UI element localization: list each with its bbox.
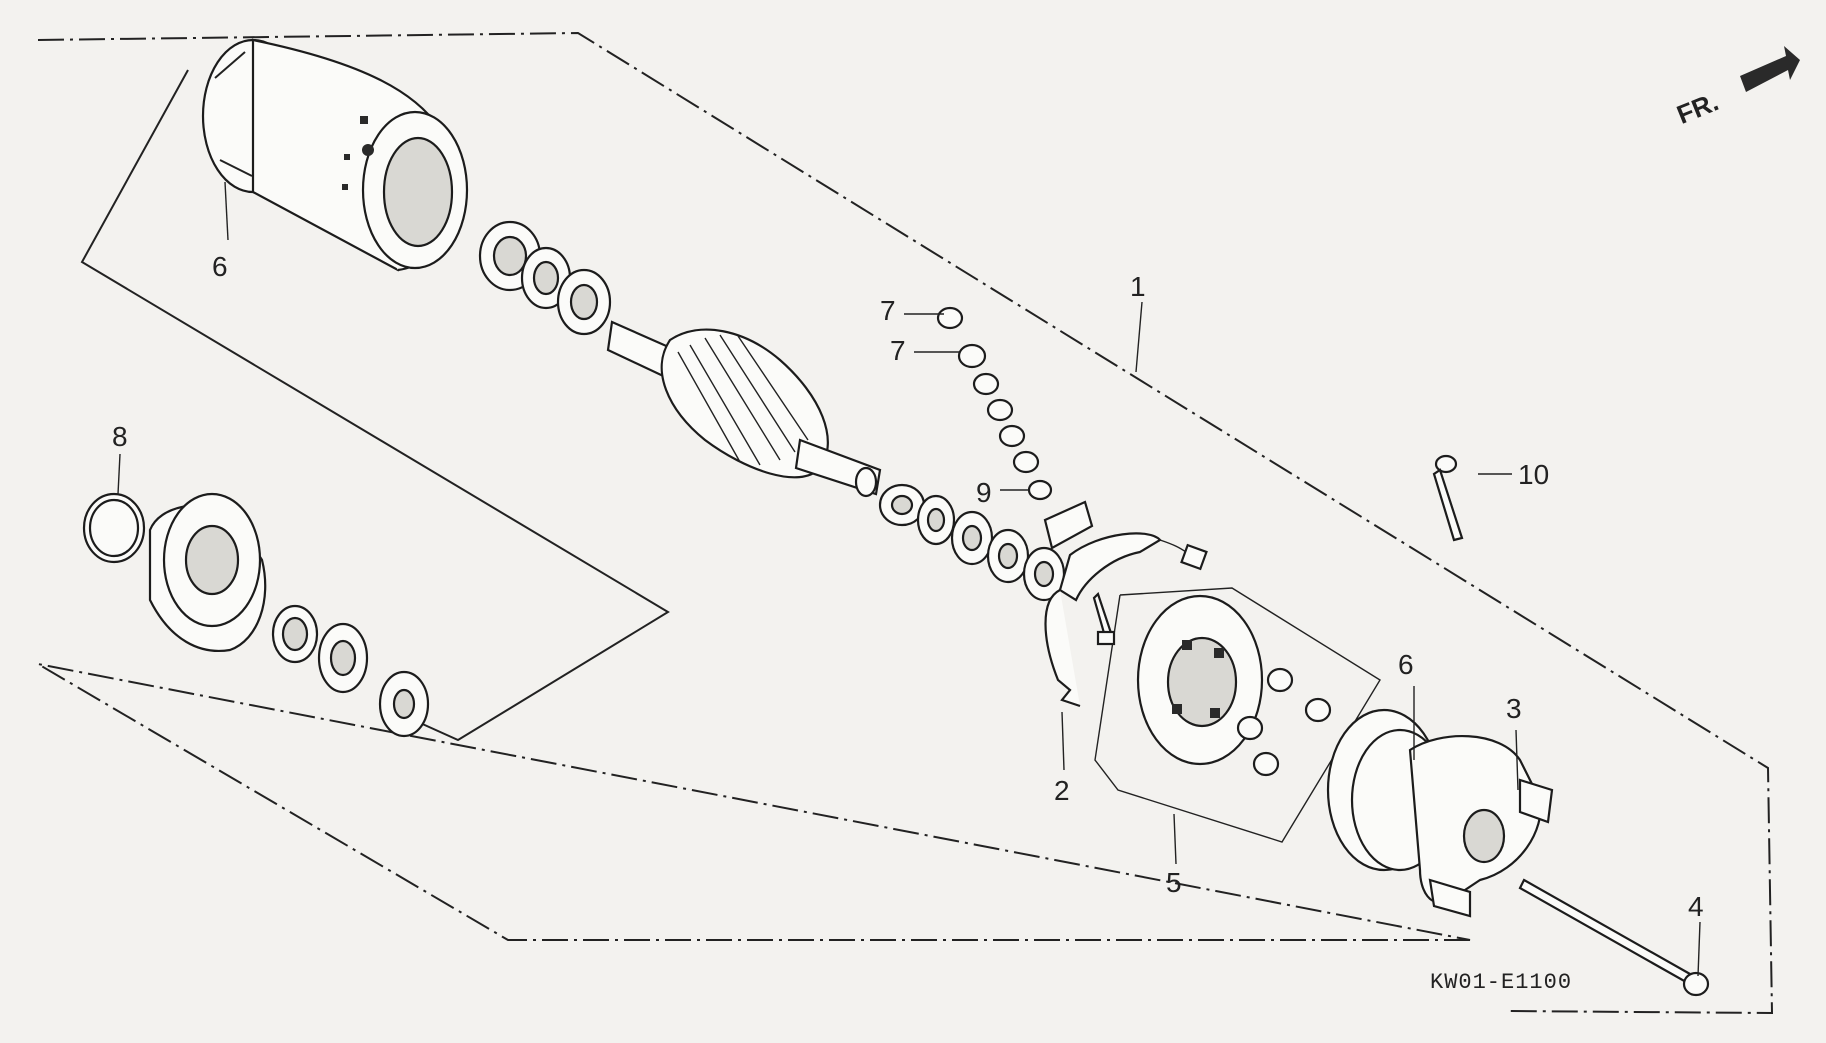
brush-holder-plate	[1136, 594, 1264, 766]
washer-stack-top	[478, 220, 612, 336]
callout-9: 9	[976, 477, 992, 508]
callout-3: 3	[1506, 693, 1522, 724]
armature	[606, 320, 882, 498]
front-direction-arrow-icon	[1740, 46, 1800, 92]
callout-6-rear: 6	[1398, 649, 1414, 680]
callout-4: 4	[1688, 891, 1704, 922]
brush-terminal-bracket	[1043, 500, 1208, 708]
callout-2: 2	[1054, 775, 1070, 806]
front-direction-label: FR.	[1673, 86, 1723, 130]
assembly-boundary	[37, 31, 1774, 1015]
callout-1: 1	[1130, 271, 1146, 302]
rear-cover	[1326, 708, 1554, 918]
callout-8: 8	[112, 421, 128, 452]
mounting-bolt	[1432, 454, 1464, 542]
nut-washer-chain	[936, 306, 1053, 501]
brush-springs	[1236, 667, 1332, 777]
through-bolt	[1518, 878, 1710, 997]
callout-7-upper: 7	[880, 295, 896, 326]
brush-holder-group-outline	[1094, 587, 1381, 843]
terminal-bolt	[1092, 591, 1116, 646]
callout-6-yoke: 6	[212, 251, 228, 282]
front-cover-group	[82, 492, 430, 738]
callout-7-lower: 7	[890, 335, 906, 366]
washer-stack-bottom	[878, 483, 1066, 602]
leader-lines	[117, 181, 1701, 977]
drawing-code: KW01-E1100	[1430, 970, 1572, 995]
yoke-case	[201, 38, 469, 272]
callout-5: 5	[1166, 867, 1182, 898]
front-direction-indicator: FR.	[1673, 46, 1800, 130]
front-cover-group-bracket	[80, 69, 670, 742]
callout-10: 10	[1518, 459, 1549, 490]
